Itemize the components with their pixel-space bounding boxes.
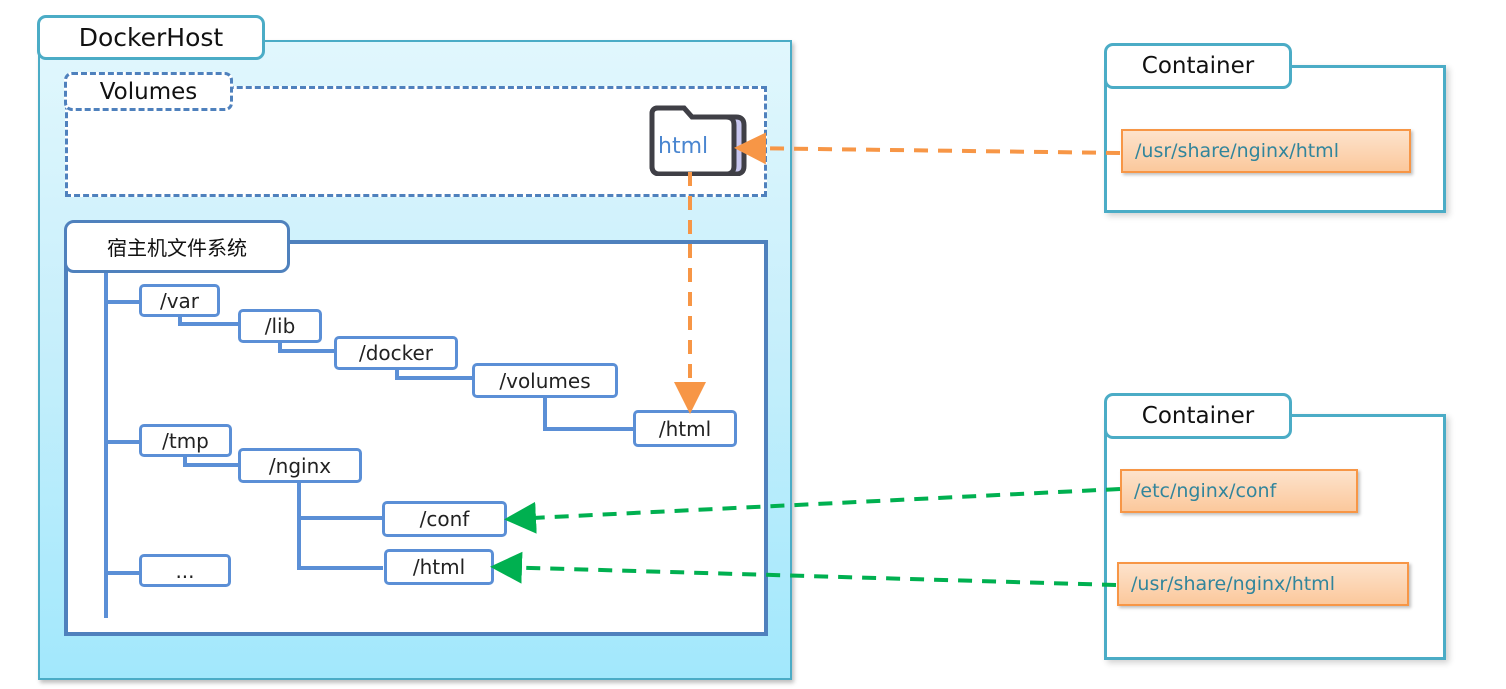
container-2-label: Container bbox=[1104, 393, 1292, 439]
folder-icon[interactable]: html bbox=[648, 104, 752, 177]
container-1-label: Container bbox=[1104, 43, 1292, 89]
tree-link bbox=[297, 566, 383, 570]
container-1-path-html[interactable]: /usr/share/nginx/html bbox=[1121, 129, 1411, 173]
tree-link bbox=[278, 340, 282, 352]
volumes-label: Volumes bbox=[64, 72, 233, 111]
tree-link bbox=[183, 463, 240, 467]
tree-node-volumes[interactable]: /volumes bbox=[472, 363, 618, 398]
tree-link bbox=[543, 427, 635, 431]
volume-mount-arrow bbox=[734, 132, 1121, 165]
tree-link bbox=[278, 349, 336, 353]
container-2-path-html[interactable]: /usr/share/nginx/html bbox=[1117, 562, 1409, 606]
tree-link bbox=[543, 396, 547, 430]
docker-host-label: DockerHost bbox=[37, 15, 265, 60]
tree-link bbox=[395, 366, 399, 379]
tree-link bbox=[395, 376, 473, 380]
tree-branch-var bbox=[104, 300, 140, 304]
tree-branch-tmp bbox=[104, 440, 140, 444]
tree-link bbox=[297, 516, 383, 520]
tree-node-nginx-html[interactable]: /html bbox=[384, 549, 494, 585]
tree-node-nginx[interactable]: /nginx bbox=[238, 448, 362, 483]
tree-node-var[interactable]: /var bbox=[139, 284, 220, 317]
tree-link bbox=[178, 322, 240, 326]
tree-node-docker[interactable]: /docker bbox=[334, 336, 458, 370]
tree-link bbox=[297, 480, 301, 570]
tree-node-volumes-html[interactable]: /html bbox=[633, 410, 737, 447]
container-2-path-conf[interactable]: /etc/nginx/conf bbox=[1120, 469, 1358, 513]
folder-label: html bbox=[658, 134, 709, 159]
tree-trunk-line bbox=[104, 273, 108, 618]
tree-link bbox=[183, 454, 187, 466]
tree-node-tmp[interactable]: /tmp bbox=[139, 424, 232, 457]
host-filesystem-label: 宿主机文件系统 bbox=[64, 220, 290, 273]
tree-node-lib[interactable]: /lib bbox=[238, 309, 322, 343]
tree-node-more[interactable]: ... bbox=[139, 554, 231, 587]
tree-branch-more bbox=[104, 571, 140, 575]
container-2-box bbox=[1104, 414, 1446, 660]
tree-link bbox=[178, 314, 182, 326]
tree-node-conf[interactable]: /conf bbox=[382, 501, 507, 537]
